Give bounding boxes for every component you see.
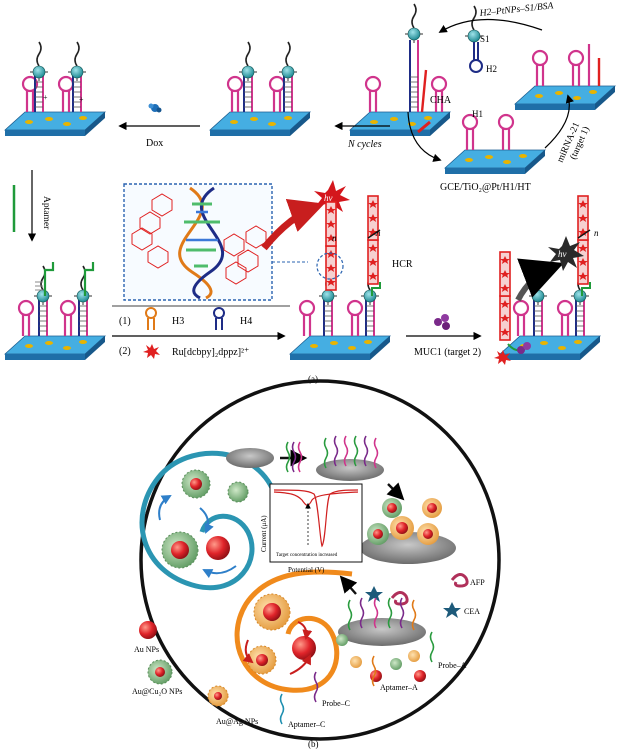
arrow-h2-ptnps bbox=[438, 18, 543, 33]
floating-target-particles bbox=[336, 634, 426, 682]
label-electrode: GCE/TiO₂@Pt/H1/HT bbox=[440, 182, 531, 193]
dox-molecule-icon bbox=[148, 103, 162, 113]
legend-aptamer-c: Aptamer–C bbox=[288, 720, 325, 729]
au-ag-core bbox=[214, 692, 222, 700]
legend-probe-a: Probe–A bbox=[438, 661, 467, 670]
muc1-protein-icon bbox=[434, 314, 450, 330]
legend-2-number: (2) bbox=[119, 346, 131, 357]
svg-text:+: + bbox=[79, 95, 84, 104]
legend-au-nps: Au NPs bbox=[134, 645, 159, 654]
cea-star-top-icon bbox=[365, 586, 383, 602]
arrow-disk-3 bbox=[339, 575, 358, 595]
label-hcr: HCR bbox=[392, 259, 413, 270]
orange-spiral-ring bbox=[234, 569, 353, 693]
label-h2: H2 bbox=[486, 64, 497, 74]
cea-legend-icon bbox=[443, 602, 461, 618]
ecl-emission-burst-icon bbox=[261, 180, 350, 251]
svg-text:+: + bbox=[43, 93, 48, 102]
label-hv-1: hν bbox=[324, 193, 333, 203]
captured-particles bbox=[367, 498, 442, 545]
label-n-3: n bbox=[594, 228, 599, 238]
legend-h4: H4 bbox=[240, 316, 252, 327]
label-muc1: MUC1 (target 2) bbox=[414, 347, 481, 358]
legend-au-ag: Au@Ag NPs bbox=[216, 717, 258, 726]
legend-aptamer-a: Aptamer–A bbox=[380, 683, 418, 692]
released-hcr-complex bbox=[494, 251, 531, 365]
panel-a: ++ bbox=[4, 1, 616, 384]
panel-b-caption: (b) bbox=[308, 739, 319, 749]
curve-high bbox=[273, 489, 359, 548]
h4-hairpin-icon bbox=[213, 307, 225, 330]
au-ag-particles bbox=[247, 593, 316, 675]
label-h1: H1 bbox=[472, 109, 483, 119]
au-cu2o-particles bbox=[161, 469, 249, 569]
label-hv-2: hν bbox=[558, 249, 567, 259]
legend-ru-complex: Ru[dcbpy]₂dppz]²⁺ bbox=[172, 347, 249, 358]
arrow-cha-loop bbox=[407, 111, 442, 162]
panel-a-caption: (a) bbox=[308, 374, 318, 384]
arrow-disk-2 bbox=[386, 482, 405, 501]
arrow-mirna-21 bbox=[544, 94, 574, 149]
electrode-stage-hcr bbox=[289, 195, 391, 361]
legend-au-cu2o: Au@Cu₂O NPs bbox=[132, 687, 182, 696]
au-cu2o-core bbox=[155, 667, 165, 677]
afp-legend-icon bbox=[450, 573, 469, 588]
electrode-stage-cha-product bbox=[349, 3, 451, 137]
teal-spiral-ring bbox=[139, 450, 279, 591]
electrode-disk-probes bbox=[316, 459, 384, 481]
electrode-h1 bbox=[444, 113, 546, 175]
h3-hairpin-icon bbox=[145, 307, 157, 330]
label-dox: Dox bbox=[146, 138, 163, 149]
inset-note: Target concentration increased bbox=[276, 553, 338, 558]
legend-h3: H3 bbox=[172, 316, 184, 327]
label-cha: CHA bbox=[430, 95, 452, 106]
outer-ring bbox=[139, 379, 501, 741]
legend-probe-c: Probe–C bbox=[322, 699, 350, 708]
mirna-strand bbox=[417, 120, 431, 134]
inset-ylabel: Current (μA) bbox=[260, 515, 268, 552]
inset-voltammogram: Target concentration increased Current (… bbox=[260, 483, 363, 574]
label-n-1: n bbox=[332, 233, 337, 243]
panel-b: Target concentration increased Current (… bbox=[132, 379, 501, 749]
probe-a-legend-icon bbox=[429, 631, 435, 663]
label-n-2: n bbox=[376, 228, 381, 238]
electrode-stage-muc1-released bbox=[499, 195, 601, 361]
electrode-stage-mirna-bound bbox=[514, 44, 616, 111]
electrode-disk-bare bbox=[226, 448, 274, 468]
aptamer-c-legend-icon bbox=[279, 693, 285, 725]
inset-xlabel: Potential (V) bbox=[288, 566, 325, 574]
afp-protein-top-icon bbox=[390, 591, 409, 606]
label-s1: S1 bbox=[480, 34, 490, 44]
teal-ring-arrows bbox=[158, 495, 237, 579]
legend-afp: AFP bbox=[470, 578, 485, 587]
legend-panel-b: Au NPs Au@Cu₂O NPs Au@Ag NPs Aptamer–C P… bbox=[132, 573, 485, 729]
label-h2-ptnps-s1-bsa: H2–PtNPs–S1/BSA bbox=[478, 1, 554, 19]
dna-intercalation-inset bbox=[123, 183, 273, 301]
ecl-emission-dark-icon bbox=[515, 236, 584, 302]
au-nps-legend-icon bbox=[139, 621, 157, 639]
ru-complex-star-icon bbox=[143, 344, 160, 359]
legend-cea: CEA bbox=[464, 607, 480, 616]
orange-ring-arrows bbox=[242, 621, 313, 675]
electrode-stage-nps-bound bbox=[209, 41, 311, 137]
electrode-stage-aptamer-bound bbox=[4, 262, 106, 361]
label-n-cycles: N cycles bbox=[347, 139, 382, 150]
electrode-stage-dox-loaded: ++ bbox=[4, 41, 106, 137]
legend-1-number: (1) bbox=[119, 316, 131, 327]
label-aptamer: Aptamer bbox=[41, 196, 51, 230]
h2-probe-s1 bbox=[464, 5, 484, 73]
